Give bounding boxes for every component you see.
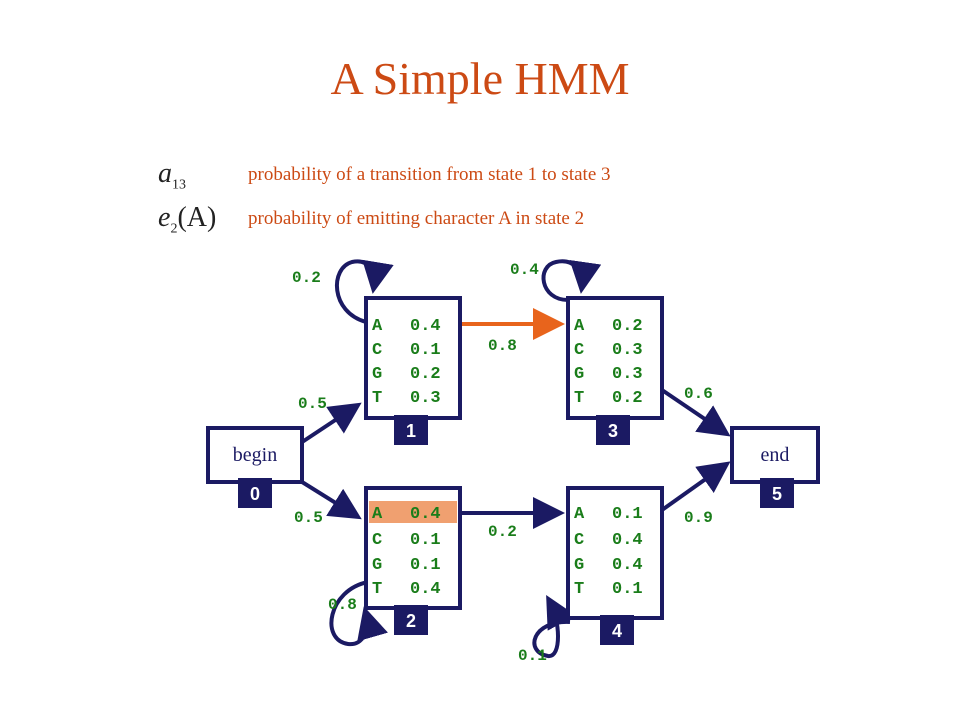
state-4-number: 4 <box>612 621 622 641</box>
emission-prob: 0.4 <box>410 505 441 524</box>
emission-prob: 0.1 <box>612 505 643 524</box>
state-2-badge <box>394 605 428 635</box>
emission-prob: 0.3 <box>612 341 643 360</box>
emission-highlight-cell <box>369 501 457 523</box>
emission-char: C <box>372 341 382 360</box>
state-5-badge <box>760 478 794 508</box>
transition-prob-4-5: 0.9 <box>684 509 713 527</box>
state-3-number: 3 <box>608 421 618 441</box>
state-4-box <box>566 486 664 620</box>
emission-char: T <box>372 389 382 408</box>
state-3-emissions: A 0.2 C 0.3 G 0.3 T 0.2 <box>574 317 643 408</box>
state-end-label: end <box>761 444 790 466</box>
emission-char: C <box>574 341 584 360</box>
emission-prob: 0.4 <box>410 580 441 599</box>
transition-prob-0-1: 0.5 <box>298 395 327 413</box>
legend-symbol-e2a: e2(A) <box>158 202 217 237</box>
state-1-emissions: A 0.4 C 0.1 G 0.2 T 0.3 <box>372 317 441 408</box>
emission-char: T <box>372 580 382 599</box>
state-4-emissions: A 0.1 C 0.4 G 0.4 T 0.1 <box>574 505 643 599</box>
state-2-number: 2 <box>406 611 416 631</box>
self-loop-1 <box>334 259 394 324</box>
emission-prob: 0.2 <box>410 365 441 384</box>
state-5-number: 5 <box>772 484 782 504</box>
emission-prob: 0.4 <box>612 531 643 550</box>
state-2-emissions: A 0.4 C 0.1 G 0.1 T 0.4 <box>372 505 441 599</box>
state-begin-label: begin <box>233 444 277 466</box>
emission-char: C <box>574 531 584 550</box>
self-loop-4 <box>532 595 576 658</box>
slide-title: A Simple HMM <box>330 53 630 104</box>
transition-prob-2-2: 0.8 <box>328 596 357 614</box>
emission-char: A <box>574 505 585 524</box>
emission-char: A <box>574 317 585 336</box>
emission-prob: 0.1 <box>410 341 441 360</box>
emission-prob: 0.3 <box>612 365 643 384</box>
self-loop-3 <box>541 259 602 302</box>
state-3-badge <box>596 415 630 445</box>
state-3-box <box>566 296 664 420</box>
state-1-badge <box>394 415 428 445</box>
emission-char: C <box>372 531 382 550</box>
transition-prob-1-1: 0.2 <box>292 269 321 287</box>
legend-symbol-a13: a13 <box>158 158 186 193</box>
state-end-box <box>730 426 820 484</box>
emission-prob: 0.1 <box>410 556 441 575</box>
emission-char: A <box>372 505 383 524</box>
legend-text-emission: probability of emitting character A in s… <box>248 208 585 229</box>
transition-prob-4-4: 0.1 <box>518 647 547 665</box>
emission-char: G <box>574 365 584 384</box>
transition-prob-2-4: 0.2 <box>488 523 517 541</box>
transition-prob-1-3: 0.8 <box>488 337 517 355</box>
emission-prob: 0.3 <box>410 389 441 408</box>
self-loop-2 <box>329 580 388 647</box>
emission-prob: 0.1 <box>612 580 643 599</box>
state-1-box <box>364 296 462 420</box>
emission-char: T <box>574 389 584 408</box>
emission-char: T <box>574 580 584 599</box>
state-1-number: 1 <box>406 421 416 441</box>
emission-prob: 0.1 <box>410 531 441 550</box>
emission-prob: 0.4 <box>612 556 643 575</box>
state-0-badge <box>238 478 272 508</box>
legend-text-transition: probability of a transition from state 1… <box>248 164 611 185</box>
emission-char: A <box>372 317 383 336</box>
state-4-badge <box>600 615 634 645</box>
emission-prob: 0.2 <box>612 389 643 408</box>
transition-prob-3-3: 0.4 <box>510 261 539 279</box>
emission-char: G <box>372 556 382 575</box>
edge-3-5 <box>660 388 731 437</box>
transition-prob-3-5: 0.6 <box>684 385 713 403</box>
state-0-number: 0 <box>250 484 260 504</box>
edge-4-5 <box>660 461 731 512</box>
transition-prob-0-2: 0.5 <box>294 509 323 527</box>
state-begin-box <box>206 426 304 484</box>
emission-char: G <box>574 556 584 575</box>
emission-prob: 0.4 <box>410 317 441 336</box>
emission-char: G <box>372 365 382 384</box>
emission-prob: 0.2 <box>612 317 643 336</box>
